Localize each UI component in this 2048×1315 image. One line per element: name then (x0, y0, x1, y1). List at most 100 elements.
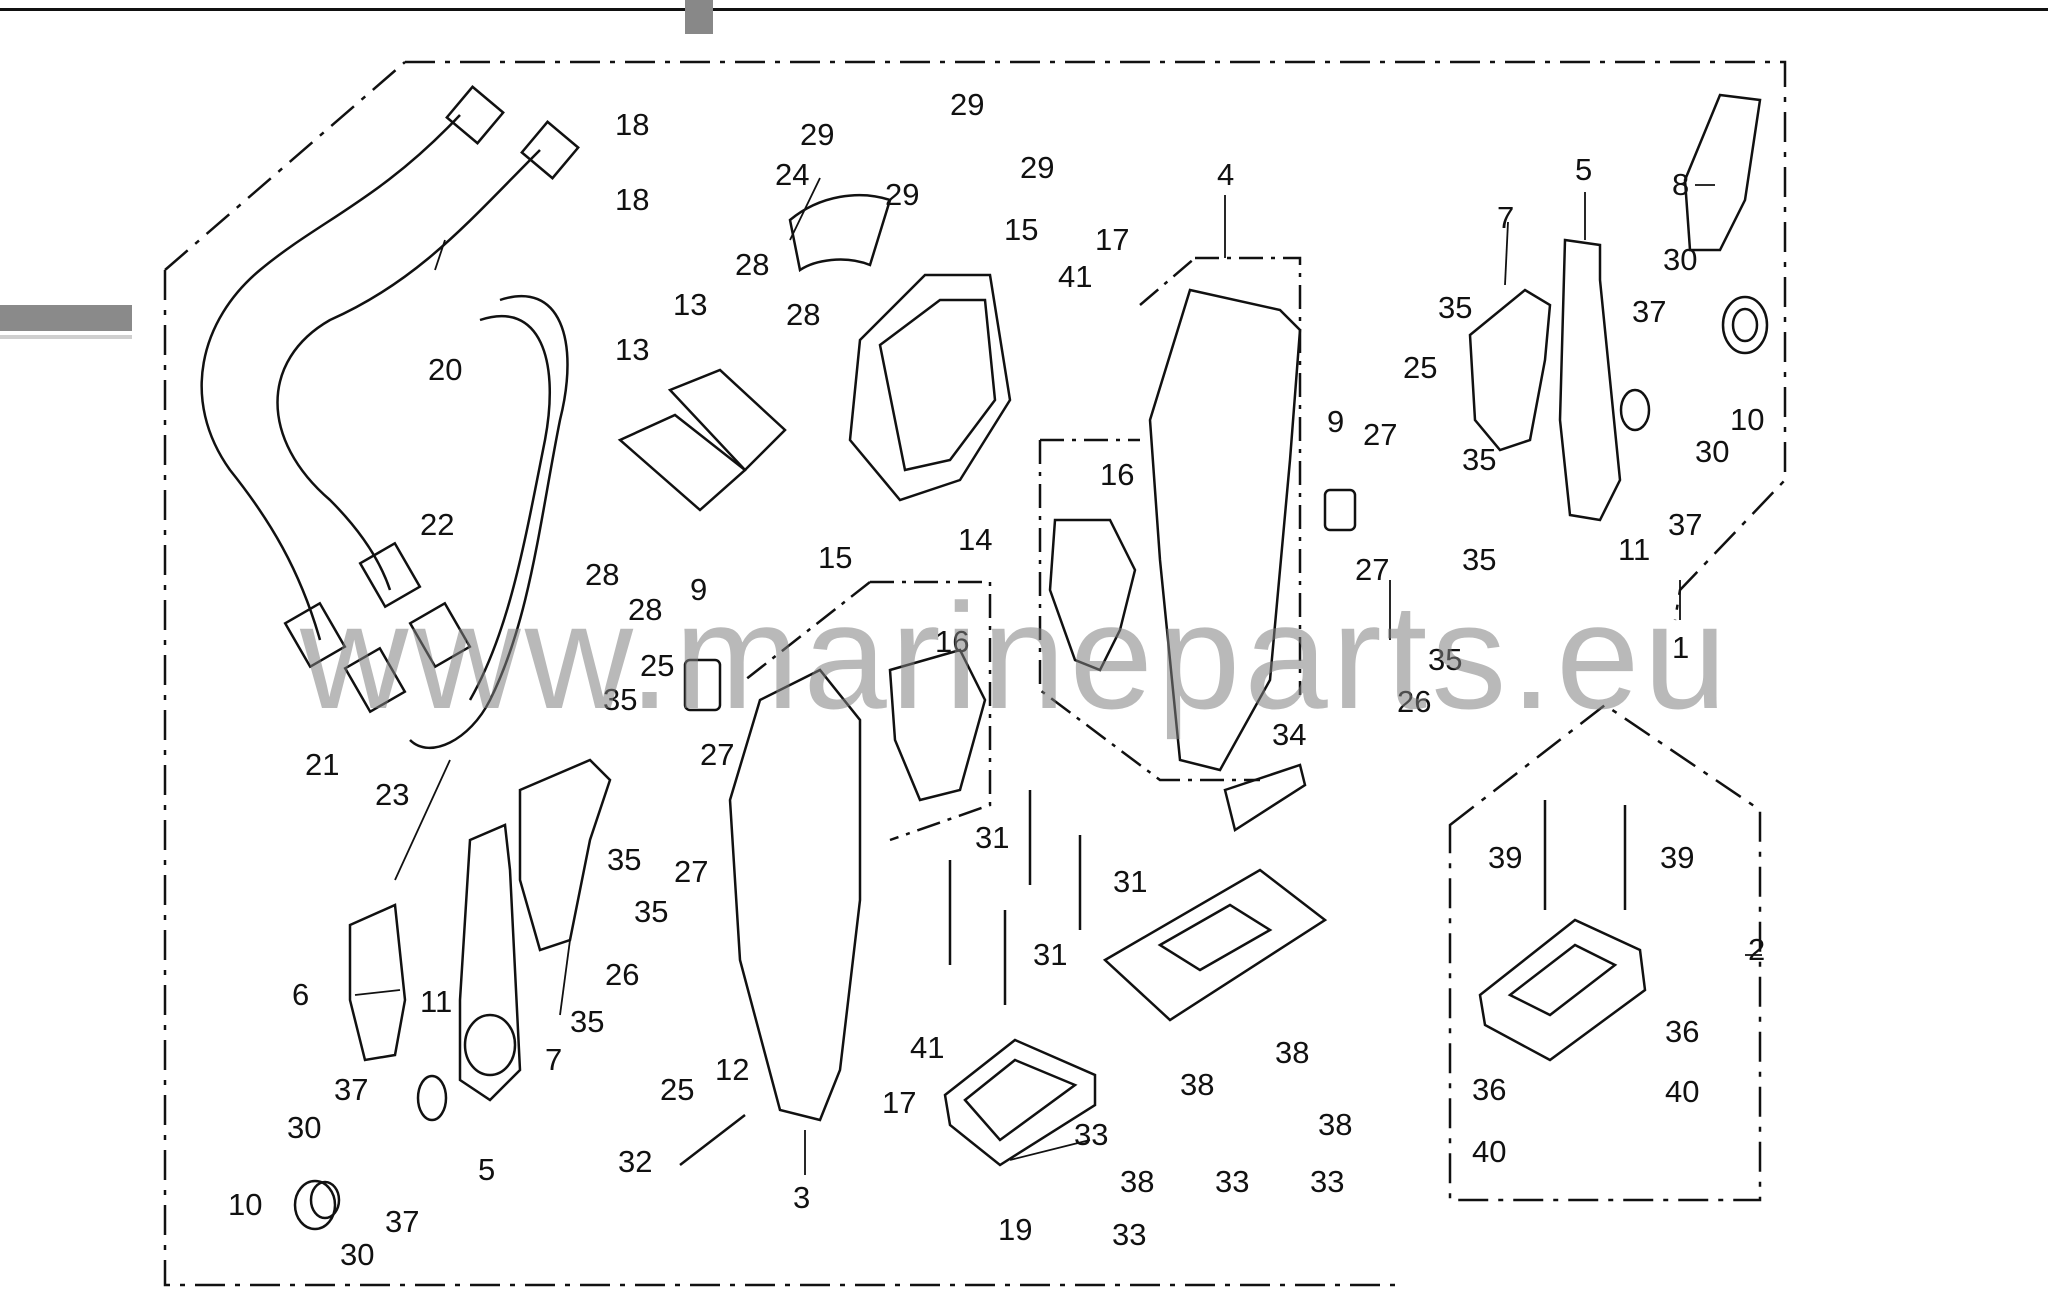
cable-20b (276, 149, 541, 591)
callout-37: 37 (1668, 507, 1702, 542)
callout-11: 11 (1618, 532, 1650, 567)
callout-29: 29 (885, 177, 919, 212)
part-6 (348, 903, 407, 1062)
callout-14: 14 (958, 522, 992, 557)
part-8 (1683, 93, 1762, 252)
callout-26: 26 (1397, 684, 1431, 719)
callout-31: 31 (1033, 937, 1067, 972)
callout-37: 37 (1632, 294, 1666, 329)
callout-18: 18 (615, 107, 649, 142)
cable-22b (468, 314, 552, 701)
side-marker (0, 305, 132, 331)
callout-33: 33 (1112, 1217, 1146, 1252)
callout-2: 2 (1748, 932, 1765, 967)
callout-40: 40 (1472, 1134, 1506, 1169)
connector-22 (358, 541, 422, 609)
callout-8: 8 (1672, 167, 1689, 202)
callout-21: 21 (305, 747, 339, 782)
callout-29: 29 (950, 87, 984, 122)
top-rule (0, 8, 2048, 11)
callout-28: 28 (628, 592, 662, 627)
callout-39: 39 (1660, 840, 1694, 875)
part-9-left (683, 658, 722, 712)
callout-33: 33 (1310, 1164, 1344, 1199)
part-7-right (1468, 288, 1552, 452)
callout-27: 27 (1355, 552, 1389, 587)
part-5-right (1558, 238, 1622, 522)
callout-19: 19 (998, 1212, 1032, 1247)
callout-9: 9 (1327, 404, 1344, 439)
callout-37: 37 (385, 1204, 419, 1239)
part-5-left-ring (463, 1013, 517, 1077)
callout-30: 30 (1663, 242, 1697, 277)
callout-18: 18 (615, 182, 649, 217)
callout-28: 28 (735, 247, 769, 282)
callout-29: 29 (1020, 150, 1054, 185)
callout-30: 30 (340, 1237, 374, 1272)
part-5-left (458, 823, 522, 1102)
callout-7: 7 (545, 1042, 562, 1077)
callout-31: 31 (975, 820, 1009, 855)
box-4-frame (1038, 256, 1302, 782)
callout-15: 15 (1004, 212, 1038, 247)
gasket-19 (943, 1038, 1097, 1167)
callout-6: 6 (292, 977, 309, 1012)
callout-30: 30 (287, 1110, 321, 1145)
callout-20: 20 (428, 352, 462, 387)
callout-23: 23 (375, 777, 409, 812)
callout-28: 28 (786, 297, 820, 332)
callout-27: 27 (674, 854, 708, 889)
part-3-housing (728, 668, 862, 1122)
outer-assembly-frame (163, 60, 1787, 1287)
callout-36: 36 (1665, 1014, 1699, 1049)
callout-35: 35 (1428, 642, 1462, 677)
callout-17: 17 (1095, 222, 1129, 257)
callout-10: 10 (228, 1187, 262, 1222)
callout-25: 25 (660, 1072, 694, 1107)
cable-20 (200, 114, 461, 641)
part-14-cover (848, 273, 1012, 502)
part-16-upper (1048, 518, 1137, 672)
callout-25: 25 (1403, 350, 1437, 385)
callout-38: 38 (1180, 1067, 1214, 1102)
callout-39: 39 (1488, 840, 1522, 875)
callout-16: 16 (935, 624, 969, 659)
callout-17: 17 (882, 1085, 916, 1120)
callout-35: 35 (1438, 290, 1472, 325)
callout-25: 25 (640, 648, 674, 683)
part-34 (1223, 763, 1307, 832)
connector-top-1 (445, 85, 505, 145)
callout-31: 31 (1113, 864, 1147, 899)
callout-27: 27 (1363, 417, 1397, 452)
callout-38: 38 (1318, 1107, 1352, 1142)
callout-26: 26 (605, 957, 639, 992)
callout-13: 13 (673, 287, 707, 322)
part-10-left (293, 1179, 337, 1231)
connector-top-2 (520, 120, 580, 180)
callout-35: 35 (607, 842, 641, 877)
part-7-left (518, 758, 612, 952)
callout-12: 12 (715, 1052, 749, 1087)
callout-33: 33 (1215, 1164, 1249, 1199)
callout-38: 38 (1120, 1164, 1154, 1199)
part-24 (788, 194, 892, 273)
mounting-plate (1102, 868, 1328, 1022)
callout-15: 15 (818, 540, 852, 575)
callout-38: 38 (1275, 1035, 1309, 1070)
callout-33: 33 (1074, 1117, 1108, 1152)
bolt-32 (679, 1114, 746, 1166)
callout-4: 4 (1217, 157, 1234, 192)
callout-35: 35 (603, 682, 637, 717)
box-2-frame (1448, 703, 1762, 1202)
part-11-right (1619, 388, 1651, 432)
callout-28: 28 (585, 557, 619, 592)
callout-9: 9 (690, 572, 707, 607)
callout-35: 35 (1462, 442, 1496, 477)
callout-13: 13 (615, 332, 649, 367)
top-marker (685, 0, 713, 34)
callout-35: 35 (634, 894, 668, 929)
callout-27: 27 (700, 737, 734, 772)
callout-7: 7 (1497, 200, 1514, 235)
